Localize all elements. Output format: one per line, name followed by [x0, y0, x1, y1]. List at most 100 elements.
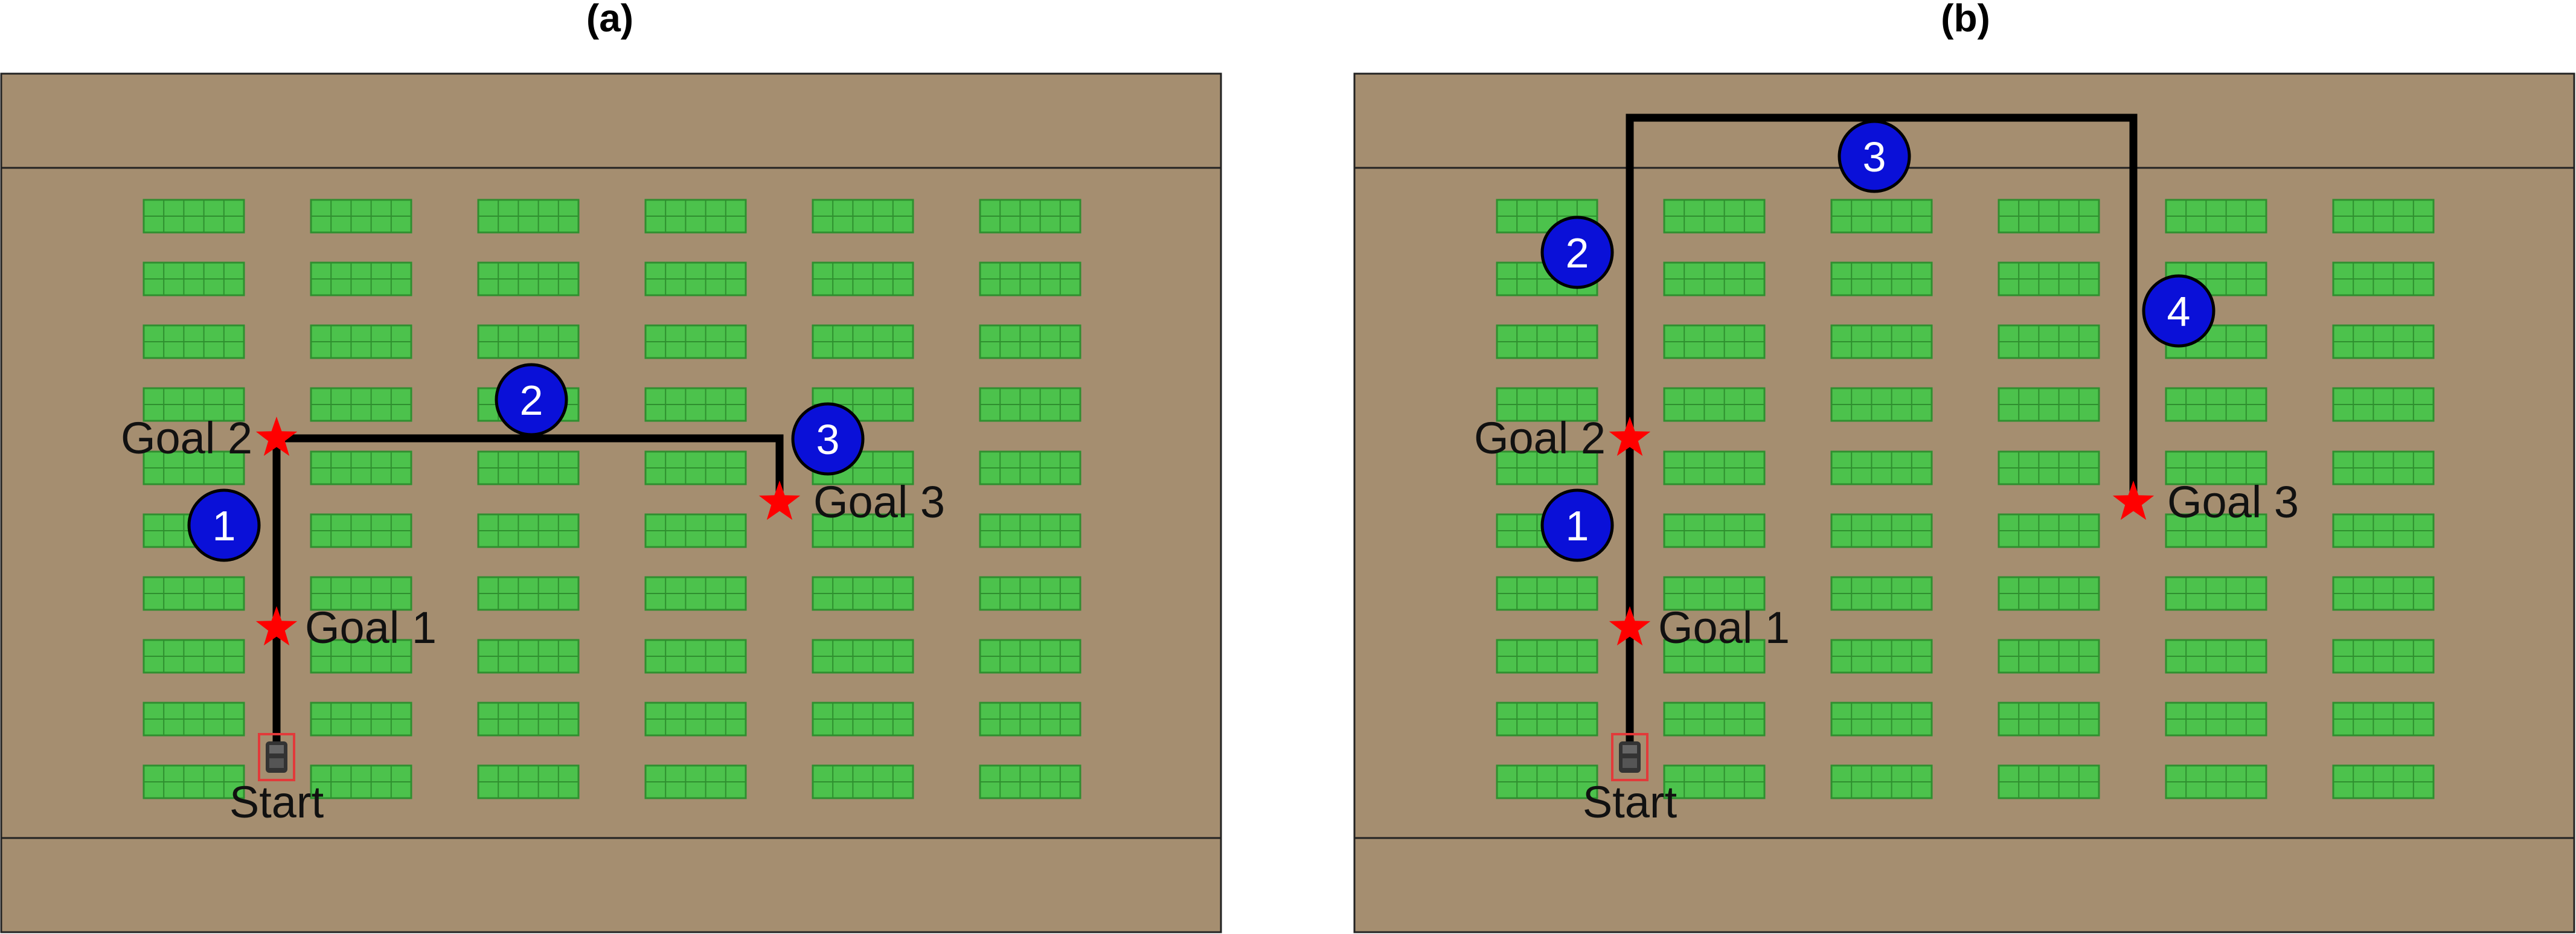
crop-plot — [1663, 513, 1766, 548]
svg-text:3: 3 — [1863, 133, 1886, 181]
svg-text:2: 2 — [520, 377, 543, 424]
crop-plot — [644, 764, 747, 799]
field-headland-bottom — [0, 837, 1222, 933]
crop-plot — [143, 702, 245, 737]
crop-plot — [2165, 199, 2267, 234]
crop-plot — [1663, 702, 1766, 737]
crop-plot — [644, 702, 747, 737]
robot-path — [272, 434, 784, 756]
crop-plot — [1663, 387, 1766, 422]
crop-plot — [979, 199, 1081, 234]
robot-start-marker — [258, 733, 295, 781]
crop-plot — [2165, 764, 2267, 799]
crop-plot — [644, 513, 747, 548]
crop-plot — [310, 513, 412, 548]
crop-plot — [1663, 261, 1766, 296]
crop-plot — [812, 702, 914, 737]
crop-plot — [979, 764, 1081, 799]
crop-plot — [477, 639, 580, 674]
crop-plot — [1830, 513, 1933, 548]
crop-plot — [310, 764, 412, 799]
crop-plot — [1998, 261, 2100, 296]
robot-start-marker — [1611, 733, 1648, 781]
crop-plot — [310, 261, 412, 296]
segment-marker-4: 4 — [2142, 274, 2216, 348]
crop-plot — [143, 199, 245, 234]
goal-3-label: Goal 3 — [813, 477, 945, 527]
crop-plot — [2332, 324, 2435, 359]
crop-plot — [1998, 513, 2100, 548]
field-headland-top — [0, 72, 1222, 169]
crop-plot — [2332, 513, 2435, 548]
crop-plot — [1830, 199, 1933, 234]
svg-text:1: 1 — [1566, 502, 1589, 549]
segment-marker-1: 1 — [1540, 488, 1614, 562]
crop-plot — [2332, 261, 2435, 296]
crop-plot — [310, 199, 412, 234]
crop-plot — [477, 324, 580, 359]
crop-plot — [2165, 702, 2267, 737]
crop-plot — [812, 764, 914, 799]
crop-plot — [812, 639, 914, 674]
crop-plot — [644, 639, 747, 674]
crop-plot — [1830, 261, 1933, 296]
crop-plot — [310, 324, 412, 359]
crop-plot — [812, 324, 914, 359]
crop-plot — [477, 702, 580, 737]
crop-plot — [1663, 324, 1766, 359]
goal-1-label: Goal 1 — [1658, 603, 1790, 653]
segment-marker-2: 2 — [1540, 216, 1614, 289]
panel-title: (b) — [1941, 0, 1990, 40]
crop-plot — [2165, 387, 2267, 422]
crop-plot — [812, 576, 914, 611]
crop-plot — [1998, 576, 2100, 611]
crop-plot — [143, 576, 245, 611]
crop-plot — [1998, 702, 2100, 737]
crop-plot — [1998, 639, 2100, 674]
crop-plot — [477, 513, 580, 548]
crop-plot — [979, 513, 1081, 548]
crop-plot — [1998, 764, 2100, 799]
segment-marker-2: 2 — [495, 363, 568, 437]
crop-plot — [143, 261, 245, 296]
crop-plot — [477, 764, 580, 799]
crop-plot — [477, 261, 580, 296]
crop-plot — [477, 199, 580, 234]
crop-plot — [1496, 702, 1598, 737]
crop-plot — [2165, 576, 2267, 611]
crop-plot — [310, 450, 412, 485]
crop-plot — [1998, 199, 2100, 234]
crop-plot — [143, 324, 245, 359]
crop-plot — [2332, 199, 2435, 234]
crop-plot — [477, 576, 580, 611]
crop-plot — [979, 639, 1081, 674]
crop-plot — [644, 261, 747, 296]
crop-plot — [143, 639, 245, 674]
svg-text:2: 2 — [1566, 229, 1589, 277]
panel-a: (a) Start Goal 1 Goal 2 Goal 3 1 2 — [0, 0, 1222, 933]
crop-plot — [1998, 450, 2100, 485]
crop-plot — [2332, 639, 2435, 674]
crop-plot — [812, 199, 914, 234]
segment-marker-3: 3 — [1837, 120, 1911, 193]
crop-plot — [2165, 639, 2267, 674]
panel-b: (b) Start Goal 1 Goal 2 Goal 3 1 2 — [1353, 0, 2575, 933]
svg-text:1: 1 — [213, 502, 236, 549]
crop-plot — [2332, 387, 2435, 422]
crop-plot — [644, 387, 747, 422]
crop-plot — [1830, 387, 1933, 422]
crop-plot — [1663, 764, 1766, 799]
crop-plot — [644, 576, 747, 611]
crop-plot — [979, 324, 1081, 359]
crop-plot — [979, 387, 1081, 422]
crop-plot — [1998, 324, 2100, 359]
crop-plot — [1496, 576, 1598, 611]
crop-plot — [1830, 450, 1933, 485]
crop-plot — [1998, 387, 2100, 422]
crop-plot — [477, 450, 580, 485]
goal-1-label: Goal 1 — [305, 603, 437, 653]
svg-text:3: 3 — [816, 416, 840, 463]
crop-plot — [1496, 324, 1598, 359]
field-headland-bottom — [1353, 837, 2575, 933]
